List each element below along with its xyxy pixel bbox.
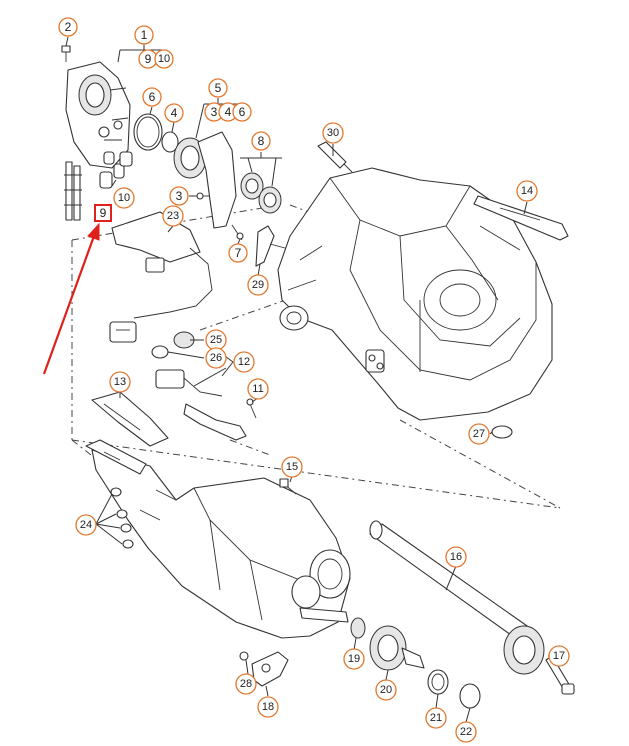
bolt-28 — [239, 651, 249, 661]
lower-gearbox — [85, 439, 351, 639]
dipstick-tool — [473, 195, 569, 241]
callout-3: 3 — [169, 186, 189, 206]
callout-28: 28 — [235, 673, 257, 695]
callout-27-label: 27 — [473, 428, 485, 440]
callout-29-label: 29 — [252, 279, 264, 291]
shaft-seal — [161, 131, 179, 153]
callout-16-label: 16 — [450, 551, 462, 563]
callout-18-label: 18 — [262, 701, 274, 713]
callout-5-sub-4: 4 — [225, 105, 232, 119]
callout-26-label: 26 — [210, 352, 222, 364]
callout-4: 4 — [164, 103, 184, 123]
callout-5-group: 3 4 6 — [204, 102, 252, 122]
callout-20: 20 — [375, 679, 397, 701]
bearing-pair — [240, 172, 282, 214]
callout-14-label: 14 — [521, 185, 533, 197]
callout-7: 7 — [228, 243, 248, 263]
spring-rods — [64, 161, 82, 221]
callout-8: 8 — [251, 131, 271, 151]
long-shaft — [369, 520, 545, 675]
callout-1: 1 — [134, 25, 154, 45]
callout-20-label: 20 — [380, 684, 392, 696]
callout-18: 18 — [257, 696, 279, 718]
callout-27: 27 — [468, 423, 490, 445]
callout-12-label: 12 — [238, 356, 250, 368]
callout-13: 13 — [109, 371, 131, 393]
washer-27 — [491, 425, 513, 439]
callout-16: 16 — [445, 546, 467, 568]
callout-10-label: 10 — [118, 192, 130, 204]
callout-15: 15 — [281, 456, 303, 478]
callout-5-sub-6: 6 — [239, 105, 246, 119]
callout-4-label: 4 — [171, 106, 178, 120]
callout-6: 6 — [142, 87, 162, 107]
callout-5: 5 — [208, 78, 228, 98]
output-shaft — [299, 607, 366, 639]
callout-6-label: 6 — [149, 90, 156, 104]
callout-21: 21 — [425, 707, 447, 729]
callout-25: 25 — [205, 329, 227, 351]
cable-bracket — [183, 403, 247, 441]
wiring-harness — [109, 211, 213, 343]
callout-17: 17 — [548, 645, 570, 667]
callouts: 1 9 10 2 6 4 5 3 4 6 3 7 8 29 30 14 27 1… — [58, 17, 570, 743]
callout-23-label: 23 — [167, 210, 179, 222]
callout-2: 2 — [58, 17, 78, 37]
callout-21-label: 21 — [430, 712, 442, 724]
callout-1-group: 9 10 — [138, 49, 174, 69]
o-ring-22 — [459, 683, 481, 709]
callout-5-sub-3: 3 — [211, 105, 218, 119]
callout-19: 19 — [343, 648, 365, 670]
highlight-label: 9 — [100, 206, 107, 220]
callout-10: 10 — [113, 187, 135, 209]
drive-gear — [369, 625, 425, 671]
callout-8-label: 8 — [258, 134, 265, 148]
callout-25-label: 25 — [210, 334, 222, 346]
bolt-11 — [246, 398, 257, 419]
callout-30: 30 — [322, 122, 344, 144]
callout-24: 24 — [75, 514, 97, 536]
callout-1-sub-10: 10 — [158, 53, 170, 65]
callout-26: 26 — [205, 347, 227, 369]
upper-housing-cover — [61, 45, 131, 169]
callout-2-label: 2 — [65, 20, 72, 34]
callout-23: 23 — [162, 205, 184, 227]
callout-5-label: 5 — [215, 81, 222, 95]
callout-13-label: 13 — [114, 376, 126, 388]
callout-7-label: 7 — [235, 246, 242, 260]
callout-22-label: 22 — [460, 726, 472, 738]
harness-bracket — [91, 391, 169, 447]
callout-3-label: 3 — [176, 189, 183, 203]
callout-11: 11 — [247, 378, 269, 400]
leader-lines — [65, 36, 556, 723]
bushings — [151, 331, 195, 359]
seal-ring — [133, 113, 163, 151]
transmission-case — [277, 167, 553, 421]
bolt-15 — [279, 478, 297, 495]
callout-22: 22 — [455, 721, 477, 743]
callout-24-label: 24 — [80, 519, 92, 531]
callout-1-sub-9: 9 — [145, 52, 152, 66]
sealant-tube — [317, 141, 353, 173]
callout-17-label: 17 — [553, 650, 565, 662]
mounting-flange — [251, 651, 289, 687]
callout-19-label: 19 — [348, 653, 360, 665]
callout-30-label: 30 — [327, 127, 339, 139]
callout-11-label: 11 — [252, 383, 263, 395]
drain-plugs — [110, 487, 134, 549]
callout-28-label: 28 — [240, 678, 252, 690]
valve-parts — [99, 151, 133, 189]
red-arrow-icon — [42, 222, 100, 375]
callout-1-label: 1 — [141, 28, 148, 42]
bearing-cover — [173, 131, 237, 229]
callout-15-label: 15 — [286, 461, 298, 473]
callout-29: 29 — [247, 274, 269, 296]
callout-14: 14 — [516, 180, 538, 202]
callout-12: 12 — [233, 351, 255, 373]
highlighted-part-9[interactable]: 9 — [94, 204, 112, 222]
speed-sensor — [155, 369, 223, 397]
